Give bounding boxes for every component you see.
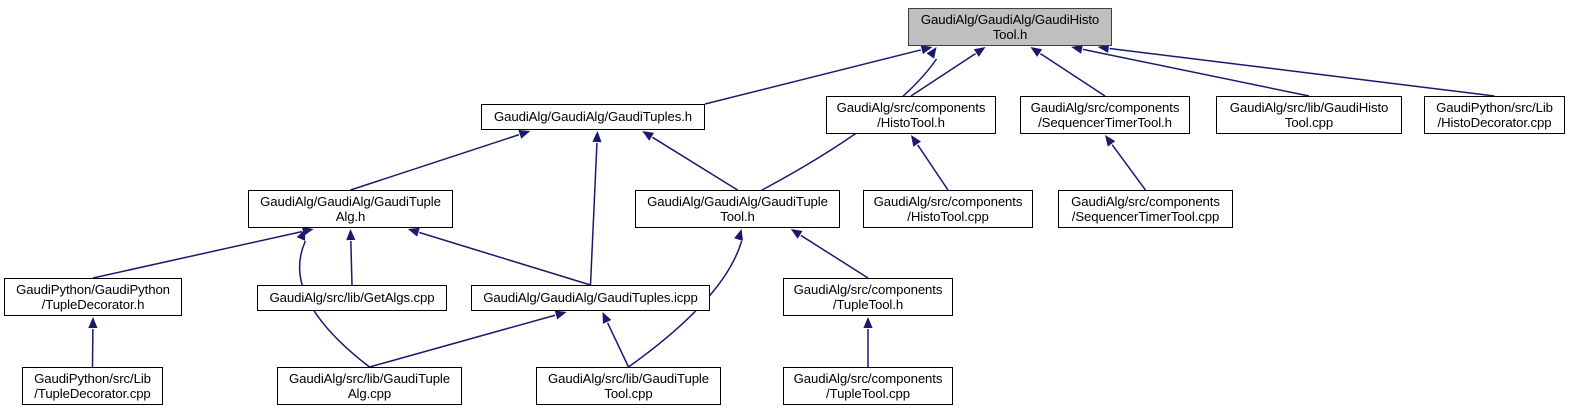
graph-edge <box>910 52 976 97</box>
graph-edge <box>419 231 591 286</box>
graph-edge-arrowhead <box>602 312 612 324</box>
graph-node-label: GaudiAlg/GaudiAlg/GaudiTuple Tool.h <box>647 193 828 225</box>
graph-node-label: GaudiAlg/GaudiAlg/GaudiTuple Alg.h <box>260 193 441 225</box>
graph-node-tupledecorator-cpp[interactable]: GaudiPython/src/Lib /TupleDecorator.cpp <box>22 367 163 405</box>
graph-node-label: GaudiPython/GaudiPython /TupleDecorator.… <box>16 281 170 313</box>
graph-edge-arrowhead <box>642 131 655 141</box>
graph-edge <box>917 144 949 191</box>
graph-edge <box>1109 47 1495 97</box>
graph-node-label: GaudiPython/src/Lib /HistoDecorator.cpp <box>1436 99 1553 131</box>
graph-node-sequencertimertool-cpp[interactable]: GaudiAlg/src/components /SequencerTimerT… <box>1058 190 1233 228</box>
graph-edge-arrowhead <box>296 229 306 241</box>
graph-node-gaudihistotool-h[interactable]: GaudiAlg/GaudiAlg/GaudiHisto Tool.h <box>908 8 1112 46</box>
graph-edge-arrowhead <box>1071 44 1083 54</box>
graph-edge-arrowhead <box>973 47 986 57</box>
graph-edge-arrowhead <box>407 227 420 237</box>
graph-node-label: GaudiAlg/src/lib/GetAlgs.cpp <box>269 290 435 306</box>
graph-node-label: GaudiAlg/src/lib/GaudiTuple Alg.cpp <box>288 370 450 402</box>
graph-edge <box>350 134 520 191</box>
graph-edge <box>1040 52 1106 97</box>
graph-edge <box>1111 144 1147 191</box>
graph-node-histotool-h[interactable]: GaudiAlg/src/components /HistoTool.h <box>826 96 996 134</box>
graph-node-label: GaudiAlg/src/lib/GaudiHisto Tool.cpp <box>1229 99 1389 131</box>
graph-node-tupletool-cpp[interactable]: GaudiAlg/src/components /TupleTool.cpp <box>783 367 953 405</box>
graph-edge-arrowhead <box>346 229 356 241</box>
graph-node-histodecorator-cpp[interactable]: GaudiPython/src/Lib /HistoDecorator.cpp <box>1424 96 1565 134</box>
graph-node-getalgs-cpp[interactable]: GaudiAlg/src/lib/GetAlgs.cpp <box>257 285 447 311</box>
graph-edge <box>606 322 630 368</box>
graph-edge-arrowhead <box>920 45 933 55</box>
graph-node-label: GaudiAlg/src/components /TupleTool.cpp <box>793 370 943 402</box>
graph-edge <box>369 314 556 368</box>
graph-edge <box>652 136 738 191</box>
graph-node-label: GaudiAlg/src/components /SequencerTimerT… <box>1030 99 1180 131</box>
graph-node-gauditities-h[interactable]: GaudiAlg/GaudiAlg/GaudiTuples.h <box>481 104 705 130</box>
graph-node-gauditipletool-cpp[interactable]: GaudiAlg/src/lib/GaudiTuple Tool.cpp <box>536 367 721 405</box>
graph-edge <box>1082 48 1310 97</box>
graph-node-sequencertimertool-h[interactable]: GaudiAlg/src/components /SequencerTimerT… <box>1020 96 1190 134</box>
graph-edge-arrowhead <box>790 229 803 239</box>
graph-edge-arrowhead <box>518 130 531 139</box>
graph-node-tupletool-h[interactable]: GaudiAlg/src/components /TupleTool.h <box>783 278 953 316</box>
graph-edge-arrowhead <box>1105 135 1116 147</box>
graph-node-label: GaudiAlg/src/components /HistoTool.cpp <box>873 193 1023 225</box>
graph-edge-arrowhead <box>863 317 873 328</box>
graph-node-label: GaudiPython/src/Lib /TupleDecorator.cpp <box>34 370 151 402</box>
graph-edge <box>800 234 869 279</box>
graph-node-label: GaudiAlg/GaudiAlg/GaudiTuples.h <box>493 109 692 125</box>
graph-edge-arrowhead <box>911 135 921 147</box>
graph-node-label: GaudiAlg/src/components /TupleTool.h <box>793 281 943 313</box>
graph-edge <box>589 142 598 286</box>
graph-node-label: GaudiAlg/src/components /SequencerTimerT… <box>1071 193 1220 225</box>
graph-node-gauditiples-icpp[interactable]: GaudiAlg/GaudiAlg/GaudiTuples.icpp <box>471 285 710 311</box>
graph-edge-arrowhead <box>592 131 602 143</box>
graph-node-gaudihistotool-cpp[interactable]: GaudiAlg/src/lib/GaudiHisto Tool.cpp <box>1216 96 1402 134</box>
graph-node-gauditipletool-h[interactable]: GaudiAlg/GaudiAlg/GaudiTuple Tool.h <box>635 190 840 228</box>
graph-edge-arrowhead <box>88 317 98 329</box>
graph-node-label: GaudiAlg/GaudiAlg/GaudiTuples.icpp <box>483 290 698 306</box>
graph-node-label: GaudiAlg/GaudiAlg/GaudiHisto Tool.h <box>920 11 1100 43</box>
graph-node-tupledecorator-h[interactable]: GaudiPython/GaudiPython /TupleDecorator.… <box>4 278 182 316</box>
graph-node-label: GaudiAlg/src/components /HistoTool.h <box>836 99 986 131</box>
graph-edge <box>92 230 303 279</box>
graph-edge-arrowhead <box>926 47 937 59</box>
graph-edge-arrowhead <box>301 226 314 236</box>
graph-node-gauditiplealg-h[interactable]: GaudiAlg/GaudiAlg/GaudiTuple Alg.h <box>248 190 453 228</box>
graph-node-label: GaudiAlg/src/lib/GaudiTuple Tool.cpp <box>547 370 709 402</box>
graph-edge <box>350 240 353 286</box>
graph-node-histotool-cpp[interactable]: GaudiAlg/src/components /HistoTool.cpp <box>863 190 1033 228</box>
graph-edge-arrowhead <box>1030 47 1043 57</box>
graph-edge-arrowhead <box>734 229 743 241</box>
graph-edge-arrowhead <box>554 310 567 320</box>
graph-node-gauditiplealg-cpp[interactable]: GaudiAlg/src/lib/GaudiTuple Alg.cpp <box>277 367 462 405</box>
